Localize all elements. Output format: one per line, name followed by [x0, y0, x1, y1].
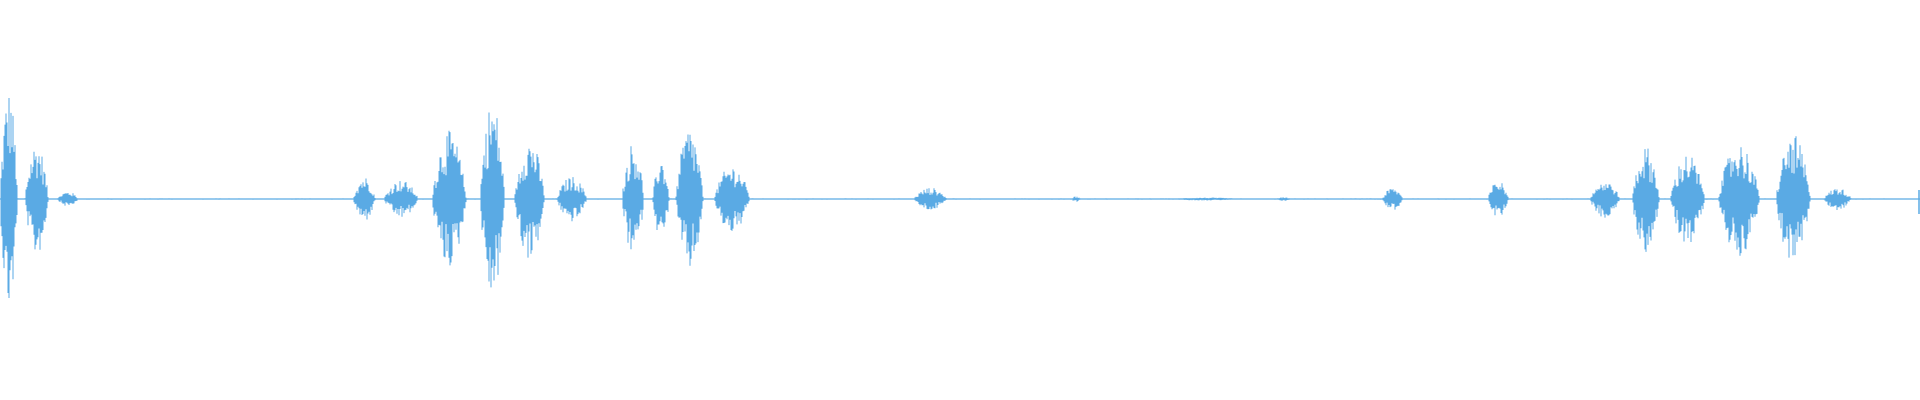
- waveform-envelope: [0, 98, 1920, 298]
